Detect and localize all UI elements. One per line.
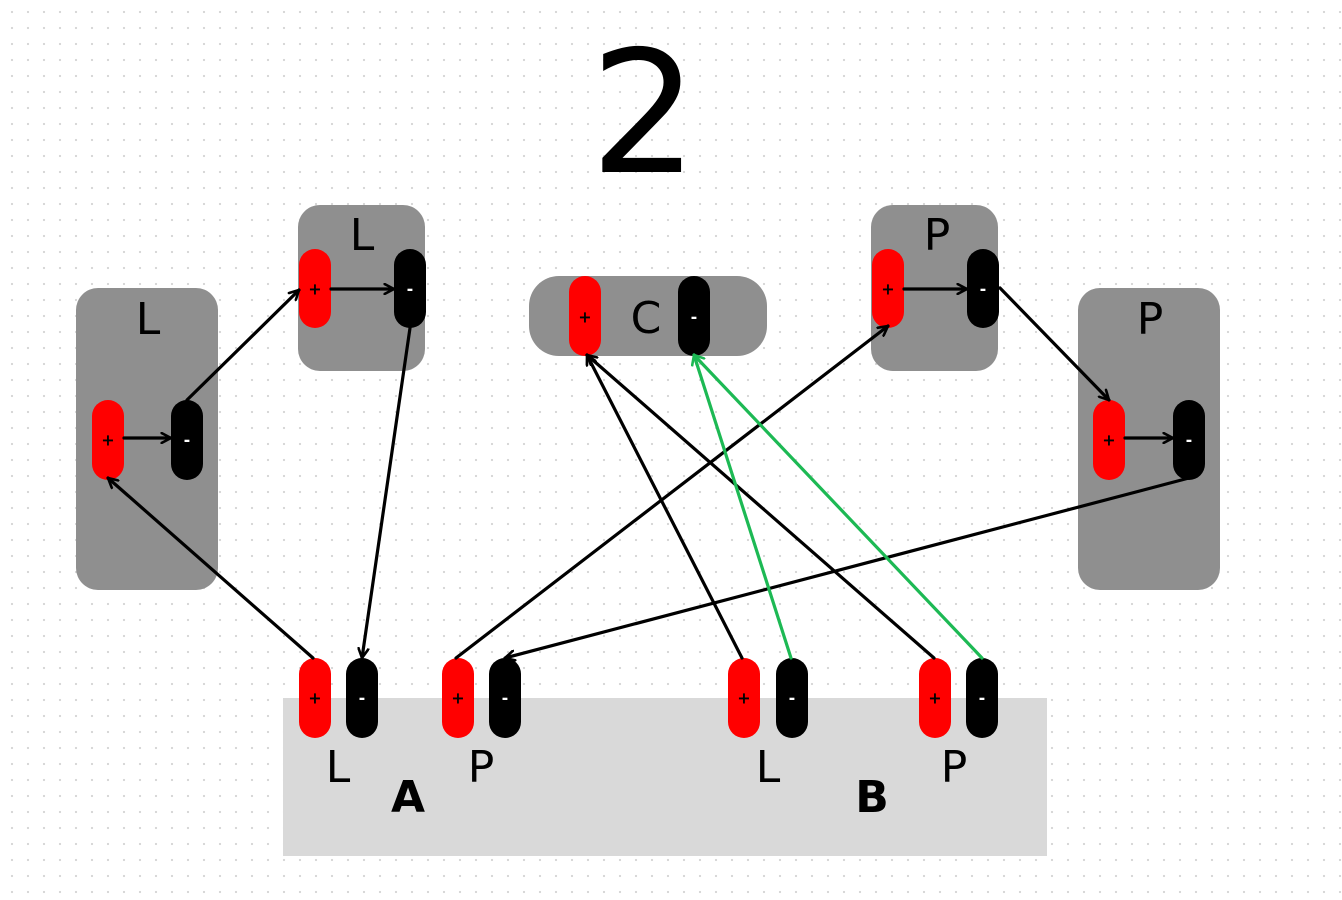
positive-terminal[interactable]: [919, 658, 951, 738]
minus-sign: -: [789, 689, 796, 708]
wire-left-lower-minus-to-left-upper-plus[interactable]: [185, 288, 301, 402]
negative-terminal[interactable]: [171, 400, 203, 480]
wire-amp-b-l-plus-to-center-plus[interactable]: [585, 353, 744, 660]
minus-sign: -: [184, 431, 191, 450]
minus-sign: -: [407, 280, 414, 299]
positive-terminal[interactable]: [442, 658, 474, 738]
positive-terminal[interactable]: [569, 276, 601, 356]
minus-sign: -: [502, 689, 509, 708]
minus-sign: -: [979, 689, 986, 708]
wires: [106, 286, 1191, 660]
plus-sign: +: [101, 431, 114, 450]
positive-terminal[interactable]: [728, 658, 760, 738]
wire-amp-a-l-plus-to-left-lower-plus[interactable]: [106, 476, 315, 660]
channel-label: L: [326, 742, 351, 793]
negative-terminal[interactable]: [1173, 400, 1205, 480]
speaker-label: L: [350, 210, 375, 261]
plus-sign: +: [881, 280, 894, 299]
speaker-label: P: [924, 210, 951, 261]
negative-terminal[interactable]: [394, 249, 426, 328]
speaker-center[interactable]: C + -: [529, 276, 767, 356]
speaker-label: P: [1137, 294, 1164, 345]
amplifier-group-label: A: [391, 772, 425, 823]
amplifier-group-label: B: [855, 772, 889, 823]
positive-terminal[interactable]: [299, 658, 331, 738]
plus-sign: +: [308, 689, 321, 708]
wire-left-upper-minus-to-amp-a-l-minus[interactable]: [362, 326, 412, 660]
wire-amp-a-p-plus-to-right-upper-plus[interactable]: [454, 324, 890, 660]
wire-amp-b-l-minus-to-center-minus[interactable]: [694, 353, 793, 660]
speaker-label: L: [136, 294, 161, 345]
amp-b-channel-p[interactable]: + - P: [919, 658, 998, 793]
channel-label: P: [468, 742, 495, 793]
negative-terminal[interactable]: [489, 658, 521, 738]
wire-right-upper-minus-to-right-lower-plus[interactable]: [998, 286, 1111, 402]
negative-terminal[interactable]: [678, 276, 710, 356]
amplifier-group-b: + - L + - P B: [728, 658, 998, 823]
plus-sign: +: [1102, 431, 1115, 450]
wire-amp-b-p-plus-to-center-plus[interactable]: [585, 353, 936, 660]
negative-terminal[interactable]: [776, 658, 808, 738]
plus-sign: +: [451, 689, 464, 708]
minus-sign: -: [980, 280, 987, 299]
negative-terminal[interactable]: [346, 658, 378, 738]
diagram-number: 2: [590, 15, 698, 213]
positive-terminal[interactable]: [299, 249, 331, 328]
amp-a-channel-l[interactable]: + - L: [299, 658, 378, 793]
plus-sign: +: [928, 689, 941, 708]
amplifier-group-a: + - L + - P A: [299, 658, 521, 823]
minus-sign: -: [1186, 431, 1193, 450]
amp-b-channel-l[interactable]: + - L: [728, 658, 808, 793]
plus-sign: +: [578, 308, 591, 327]
amp-a-channel-p[interactable]: + - P: [442, 658, 521, 793]
speaker-label: C: [631, 293, 662, 344]
minus-sign: -: [691, 308, 698, 327]
negative-terminal[interactable]: [967, 249, 999, 328]
wire-right-lower-minus-to-amp-a-p-minus[interactable]: [503, 476, 1191, 658]
negative-terminal[interactable]: [966, 658, 998, 738]
channel-label: L: [756, 742, 781, 793]
minus-sign: -: [359, 689, 366, 708]
channel-label: P: [941, 742, 968, 793]
positive-terminal[interactable]: [1093, 400, 1125, 480]
wire-amp-b-p-minus-to-center-minus[interactable]: [692, 353, 984, 660]
plus-sign: +: [737, 689, 750, 708]
positive-terminal[interactable]: [92, 400, 124, 480]
positive-terminal[interactable]: [872, 249, 904, 328]
plus-sign: +: [308, 280, 321, 299]
